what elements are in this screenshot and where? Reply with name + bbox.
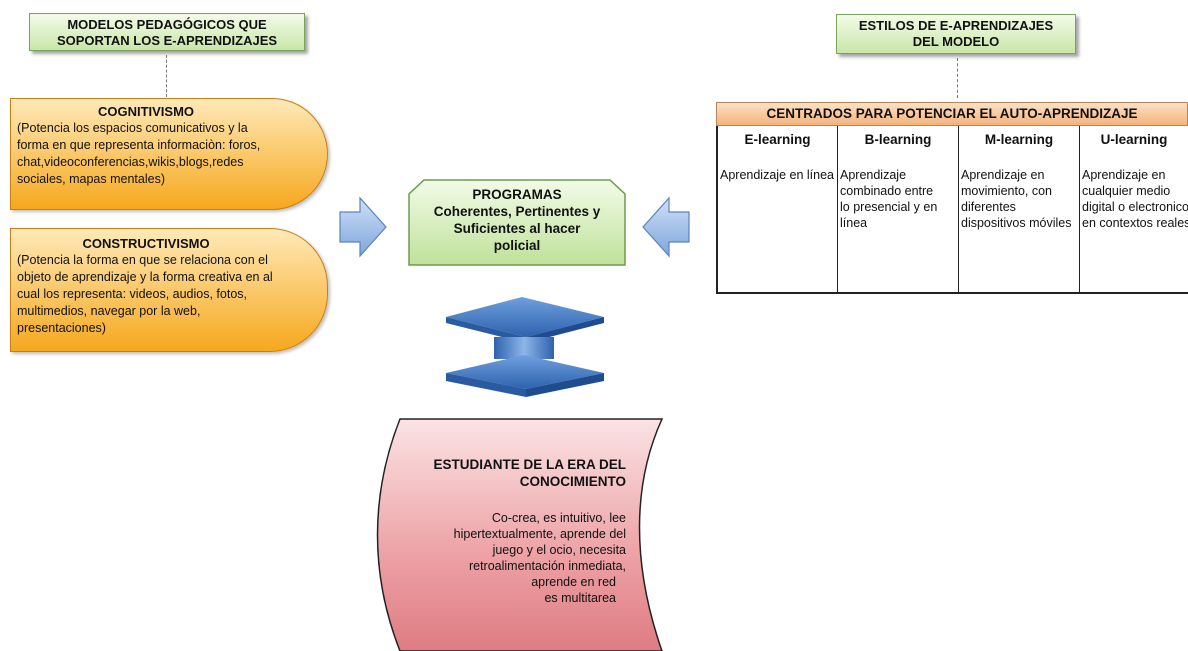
right-connector	[957, 58, 958, 98]
student-title-line2: CONOCIMIENTO	[519, 474, 626, 489]
student-title-line1: ESTUDIANTE DE LA ERA DEL	[433, 457, 626, 472]
student-line: hipertextualmente, aprende del	[453, 527, 626, 541]
programas-line4: policial	[493, 238, 541, 253]
column-title: E-learning	[744, 132, 811, 147]
left-header-line2: SOPORTAN LOS E-APRENDIZAJES	[56, 33, 278, 48]
programas-shape	[408, 179, 626, 266]
table-column-m-learning: M-learning Aprendizaje en movimiento, co…	[959, 126, 1080, 292]
arrow-left-icon	[642, 196, 690, 258]
table-header: CENTRADOS PARA POTENCIAR EL AUTO-APRENDI…	[716, 102, 1188, 126]
cognitivismo-text: (Potencia los espacios comunicativos y l…	[17, 121, 261, 186]
pedestal-icon	[446, 297, 604, 397]
student-line: juego y el ocio, necesita	[492, 543, 626, 557]
left-header-line1: MODELOS PEDAGÓGICOS QUE	[67, 17, 267, 32]
constructivismo-title: CONSTRUCTIVISMO	[82, 236, 210, 251]
student-line: es multitarea	[544, 591, 616, 605]
constructivismo-box: CONSTRUCTIVISMO (Potencia la forma en qu…	[10, 228, 328, 352]
arrow-right-icon	[339, 196, 387, 258]
table-column-u-learning: U-learning Aprendizaje en cualquier medi…	[1080, 126, 1188, 292]
programas-title: PROGRAMAS	[472, 187, 562, 202]
column-text: Aprendizaje en movimiento, con diferente…	[961, 168, 1072, 230]
student-line: aprende en red	[531, 575, 616, 589]
table-body: E-learning Aprendizaje en línea B-learni…	[716, 126, 1188, 294]
cognitivismo-title: COGNITIVISMO	[97, 104, 195, 119]
right-header: ESTILOS DE E-APRENDIZAJES DEL MODELO	[836, 14, 1076, 54]
column-title: M-learning	[984, 132, 1054, 147]
programas-text: PROGRAMAS Coherentes, Pertinentes y Sufi…	[410, 186, 624, 254]
student-content: ESTUDIANTE DE LA ERA DEL CONOCIMIENTO Co…	[398, 456, 626, 606]
programas-line3: Suficientes al hacer	[453, 221, 581, 236]
student-line: Co-crea, es intuitivo, lee	[491, 511, 626, 525]
student-shape	[376, 418, 664, 651]
column-text: Aprendizaje en línea	[720, 168, 834, 182]
column-title: B-learning	[864, 132, 932, 147]
programas-line2: Coherentes, Pertinentes y	[433, 204, 601, 219]
left-connector	[166, 55, 167, 97]
right-header-line2: DEL MODELO	[912, 34, 1000, 49]
column-text: Aprendizaje en cualquier medio digital o…	[1082, 168, 1188, 230]
student-line: retroalimentación inmediata,	[468, 559, 626, 573]
left-header: MODELOS PEDAGÓGICOS QUE SOPORTAN LOS E-A…	[29, 13, 305, 51]
column-text: Aprendizaje combinado entre lo presencia…	[840, 168, 938, 230]
table-column-b-learning: B-learning Aprendizaje combinado entre l…	[838, 126, 959, 292]
column-title: U-learning	[1100, 132, 1168, 147]
table-column-e-learning: E-learning Aprendizaje en línea	[718, 126, 838, 292]
right-header-line1: ESTILOS DE E-APRENDIZAJES	[858, 18, 1054, 33]
constructivismo-text: (Potencia la forma en que se relaciona c…	[17, 253, 273, 335]
cognitivismo-box: COGNITIVISMO (Potencia los espacios comu…	[10, 98, 328, 210]
